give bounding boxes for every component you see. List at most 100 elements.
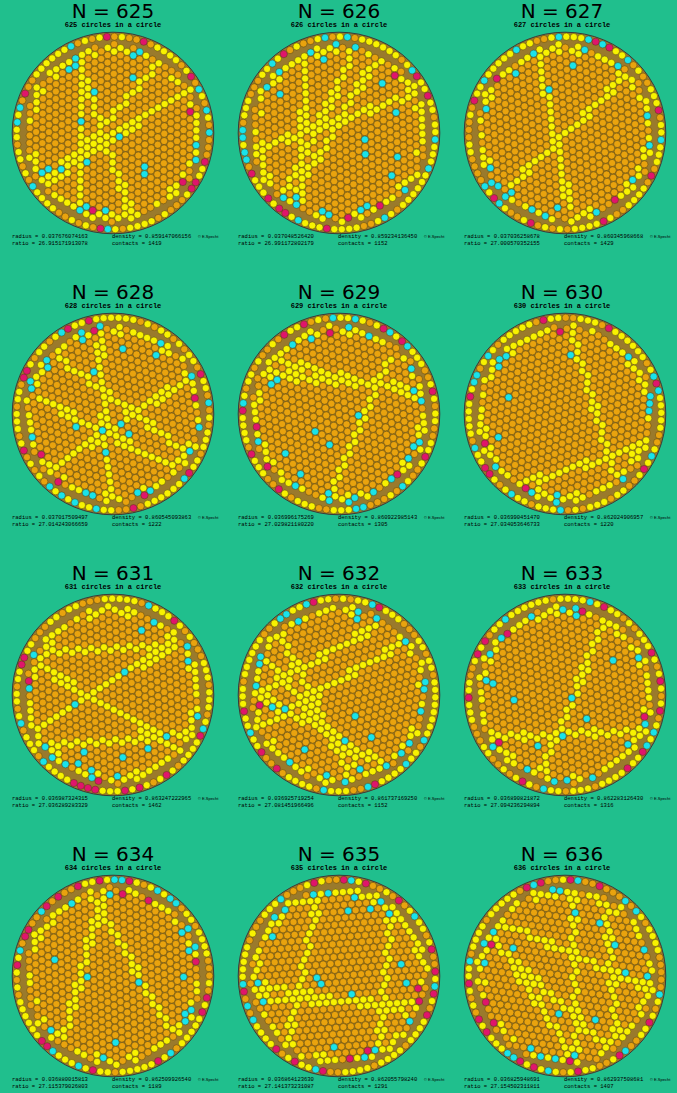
packed-circle: [85, 70, 92, 77]
packed-circle: [93, 316, 100, 323]
packed-circle: [102, 192, 109, 199]
packed-circle: [515, 200, 522, 207]
packed-circle: [135, 130, 142, 137]
packed-circle: [353, 81, 360, 88]
packed-circle: [523, 132, 530, 139]
packed-circle: [298, 175, 305, 182]
packed-circle: [206, 414, 213, 421]
packed-circle: [605, 115, 612, 122]
packed-circle: [89, 185, 96, 192]
packed-circle: [245, 97, 252, 104]
packed-circle: [277, 98, 284, 105]
packed-circle: [67, 43, 74, 50]
packed-circle: [398, 90, 405, 97]
packed-circle: [154, 359, 161, 366]
packed-circle: [279, 172, 286, 179]
packed-circle: [136, 56, 143, 63]
packed-circle: [354, 95, 361, 102]
packed-circle: [280, 51, 287, 58]
packed-circle: [206, 407, 213, 414]
packed-circle: [358, 47, 365, 54]
packed-circle: [270, 87, 277, 94]
packed-circle: [529, 121, 536, 128]
packed-circle: [83, 166, 90, 173]
packed-circle: [155, 214, 162, 221]
packed-circle: [91, 88, 98, 95]
packed-circle: [369, 169, 376, 176]
packed-circle: [395, 190, 402, 197]
packed-circle: [71, 136, 78, 143]
packed-circle: [334, 78, 341, 85]
packed-circle: [505, 152, 512, 159]
packed-circle: [567, 118, 574, 125]
packed-circle: [607, 145, 614, 152]
packed-circle: [501, 186, 508, 193]
packed-circle: [141, 141, 148, 148]
packed-circle: [297, 145, 304, 152]
packed-circle: [591, 101, 598, 108]
packed-circle: [407, 168, 414, 175]
packed-circle: [622, 173, 629, 180]
packed-circle: [72, 77, 79, 84]
packed-circle: [83, 181, 90, 188]
packed-circle: [359, 62, 366, 69]
packed-circle: [483, 105, 490, 112]
packed-circle: [578, 95, 585, 102]
packed-circle: [90, 170, 97, 177]
packed-circle: [634, 158, 641, 165]
packed-circle: [617, 192, 624, 199]
packed-circle: [15, 148, 22, 155]
packed-circle: [180, 127, 187, 134]
packed-circle: [557, 163, 564, 170]
packed-circle: [97, 107, 104, 114]
packed-circle: [78, 59, 85, 66]
packed-circle: [319, 208, 326, 215]
packed-circle: [46, 338, 53, 345]
packed-circle: [586, 113, 593, 120]
packed-circle: [418, 101, 425, 108]
packed-circle: [638, 116, 645, 123]
packed-circle: [297, 131, 304, 138]
packed-circle: [527, 219, 534, 226]
packed-circle: [90, 125, 97, 132]
packed-circle: [84, 99, 91, 106]
packed-circle: [327, 74, 334, 81]
packed-circle: [536, 131, 543, 138]
packed-circle: [154, 149, 161, 156]
packed-circle: [113, 350, 120, 357]
packed-circle: [367, 117, 374, 124]
packed-circle: [522, 117, 529, 124]
packed-circle: [196, 172, 203, 179]
packed-circle: [57, 195, 64, 202]
packed-circle: [116, 148, 123, 155]
packed-circle: [608, 59, 615, 66]
packed-circle: [295, 64, 302, 71]
packed-circle: [639, 139, 646, 146]
packing-panel: [12, 32, 214, 234]
packed-circle: [52, 333, 59, 340]
packed-circle: [39, 117, 46, 124]
packed-circle: [164, 342, 171, 349]
packed-circle: [548, 34, 555, 41]
packed-circle: [565, 174, 572, 181]
packed-circle: [252, 121, 259, 128]
packed-circle: [322, 108, 329, 115]
packed-circle: [258, 125, 265, 132]
packed-circle: [389, 187, 396, 194]
packed-circle: [72, 55, 79, 62]
packed-circle: [85, 332, 92, 339]
packed-circle: [162, 369, 169, 376]
packed-circle: [71, 99, 78, 106]
packed-circle: [341, 103, 348, 110]
packed-circle: [161, 101, 168, 108]
packed-circle: [284, 139, 291, 146]
packed-circle: [479, 147, 486, 154]
packed-circle: [405, 86, 412, 93]
packed-circle: [182, 377, 189, 384]
packed-circle: [384, 61, 391, 68]
packed-circle: [181, 475, 188, 482]
packed-circle: [186, 160, 193, 167]
packed-circle: [611, 189, 618, 196]
packed-circle: [575, 51, 582, 58]
packed-circle: [123, 70, 130, 77]
